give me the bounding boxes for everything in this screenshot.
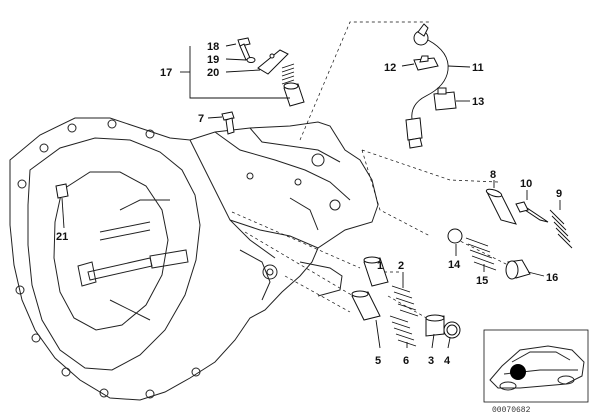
vehicle-locator-thumbnail — [483, 329, 589, 403]
assembly-guide-lines — [231, 21, 511, 321]
shift-linkage-group — [237, 37, 305, 107]
reference-code: 00070682 — [492, 406, 531, 415]
callout-12[interactable]: 12 — [384, 62, 396, 74]
callout-13[interactable]: 13 — [472, 96, 484, 108]
callout-18[interactable]: 18 — [207, 41, 219, 53]
callout-5[interactable]: 5 — [375, 355, 381, 367]
callout-10[interactable]: 10 — [520, 178, 532, 190]
bolt-7 — [221, 111, 235, 135]
callout-20[interactable]: 20 — [207, 67, 219, 79]
callout-4[interactable]: 4 — [444, 355, 451, 367]
transmission-housing — [9, 117, 379, 401]
callout-14[interactable]: 14 — [448, 259, 461, 271]
callout-11[interactable]: 11 — [472, 62, 484, 74]
reverse-light-switch-assembly — [405, 23, 457, 149]
callout-9[interactable]: 9 — [556, 188, 562, 200]
callout-2[interactable]: 2 — [398, 260, 404, 272]
selector-sleeve-group — [351, 256, 461, 347]
callout-19[interactable]: 19 — [207, 54, 219, 66]
callout-6[interactable]: 6 — [403, 355, 409, 367]
callout-leaders — [61, 43, 561, 349]
callout-3[interactable]: 3 — [428, 355, 434, 367]
callout-16[interactable]: 16 — [546, 272, 558, 284]
locator-dot — [510, 364, 526, 380]
callout-15[interactable]: 15 — [476, 275, 488, 287]
detent-pin-group — [485, 188, 573, 249]
callout-17[interactable]: 17 — [160, 67, 172, 79]
callout-1[interactable]: 1 — [377, 260, 383, 272]
callout-8[interactable]: 8 — [490, 169, 496, 181]
callout-labels: 1 2 3 4 5 6 7 8 9 10 11 12 13 14 15 16 1… — [56, 41, 562, 367]
detent-ball-group — [447, 228, 531, 280]
callout-7[interactable]: 7 — [198, 113, 204, 125]
callout-21[interactable]: 21 — [56, 231, 68, 243]
